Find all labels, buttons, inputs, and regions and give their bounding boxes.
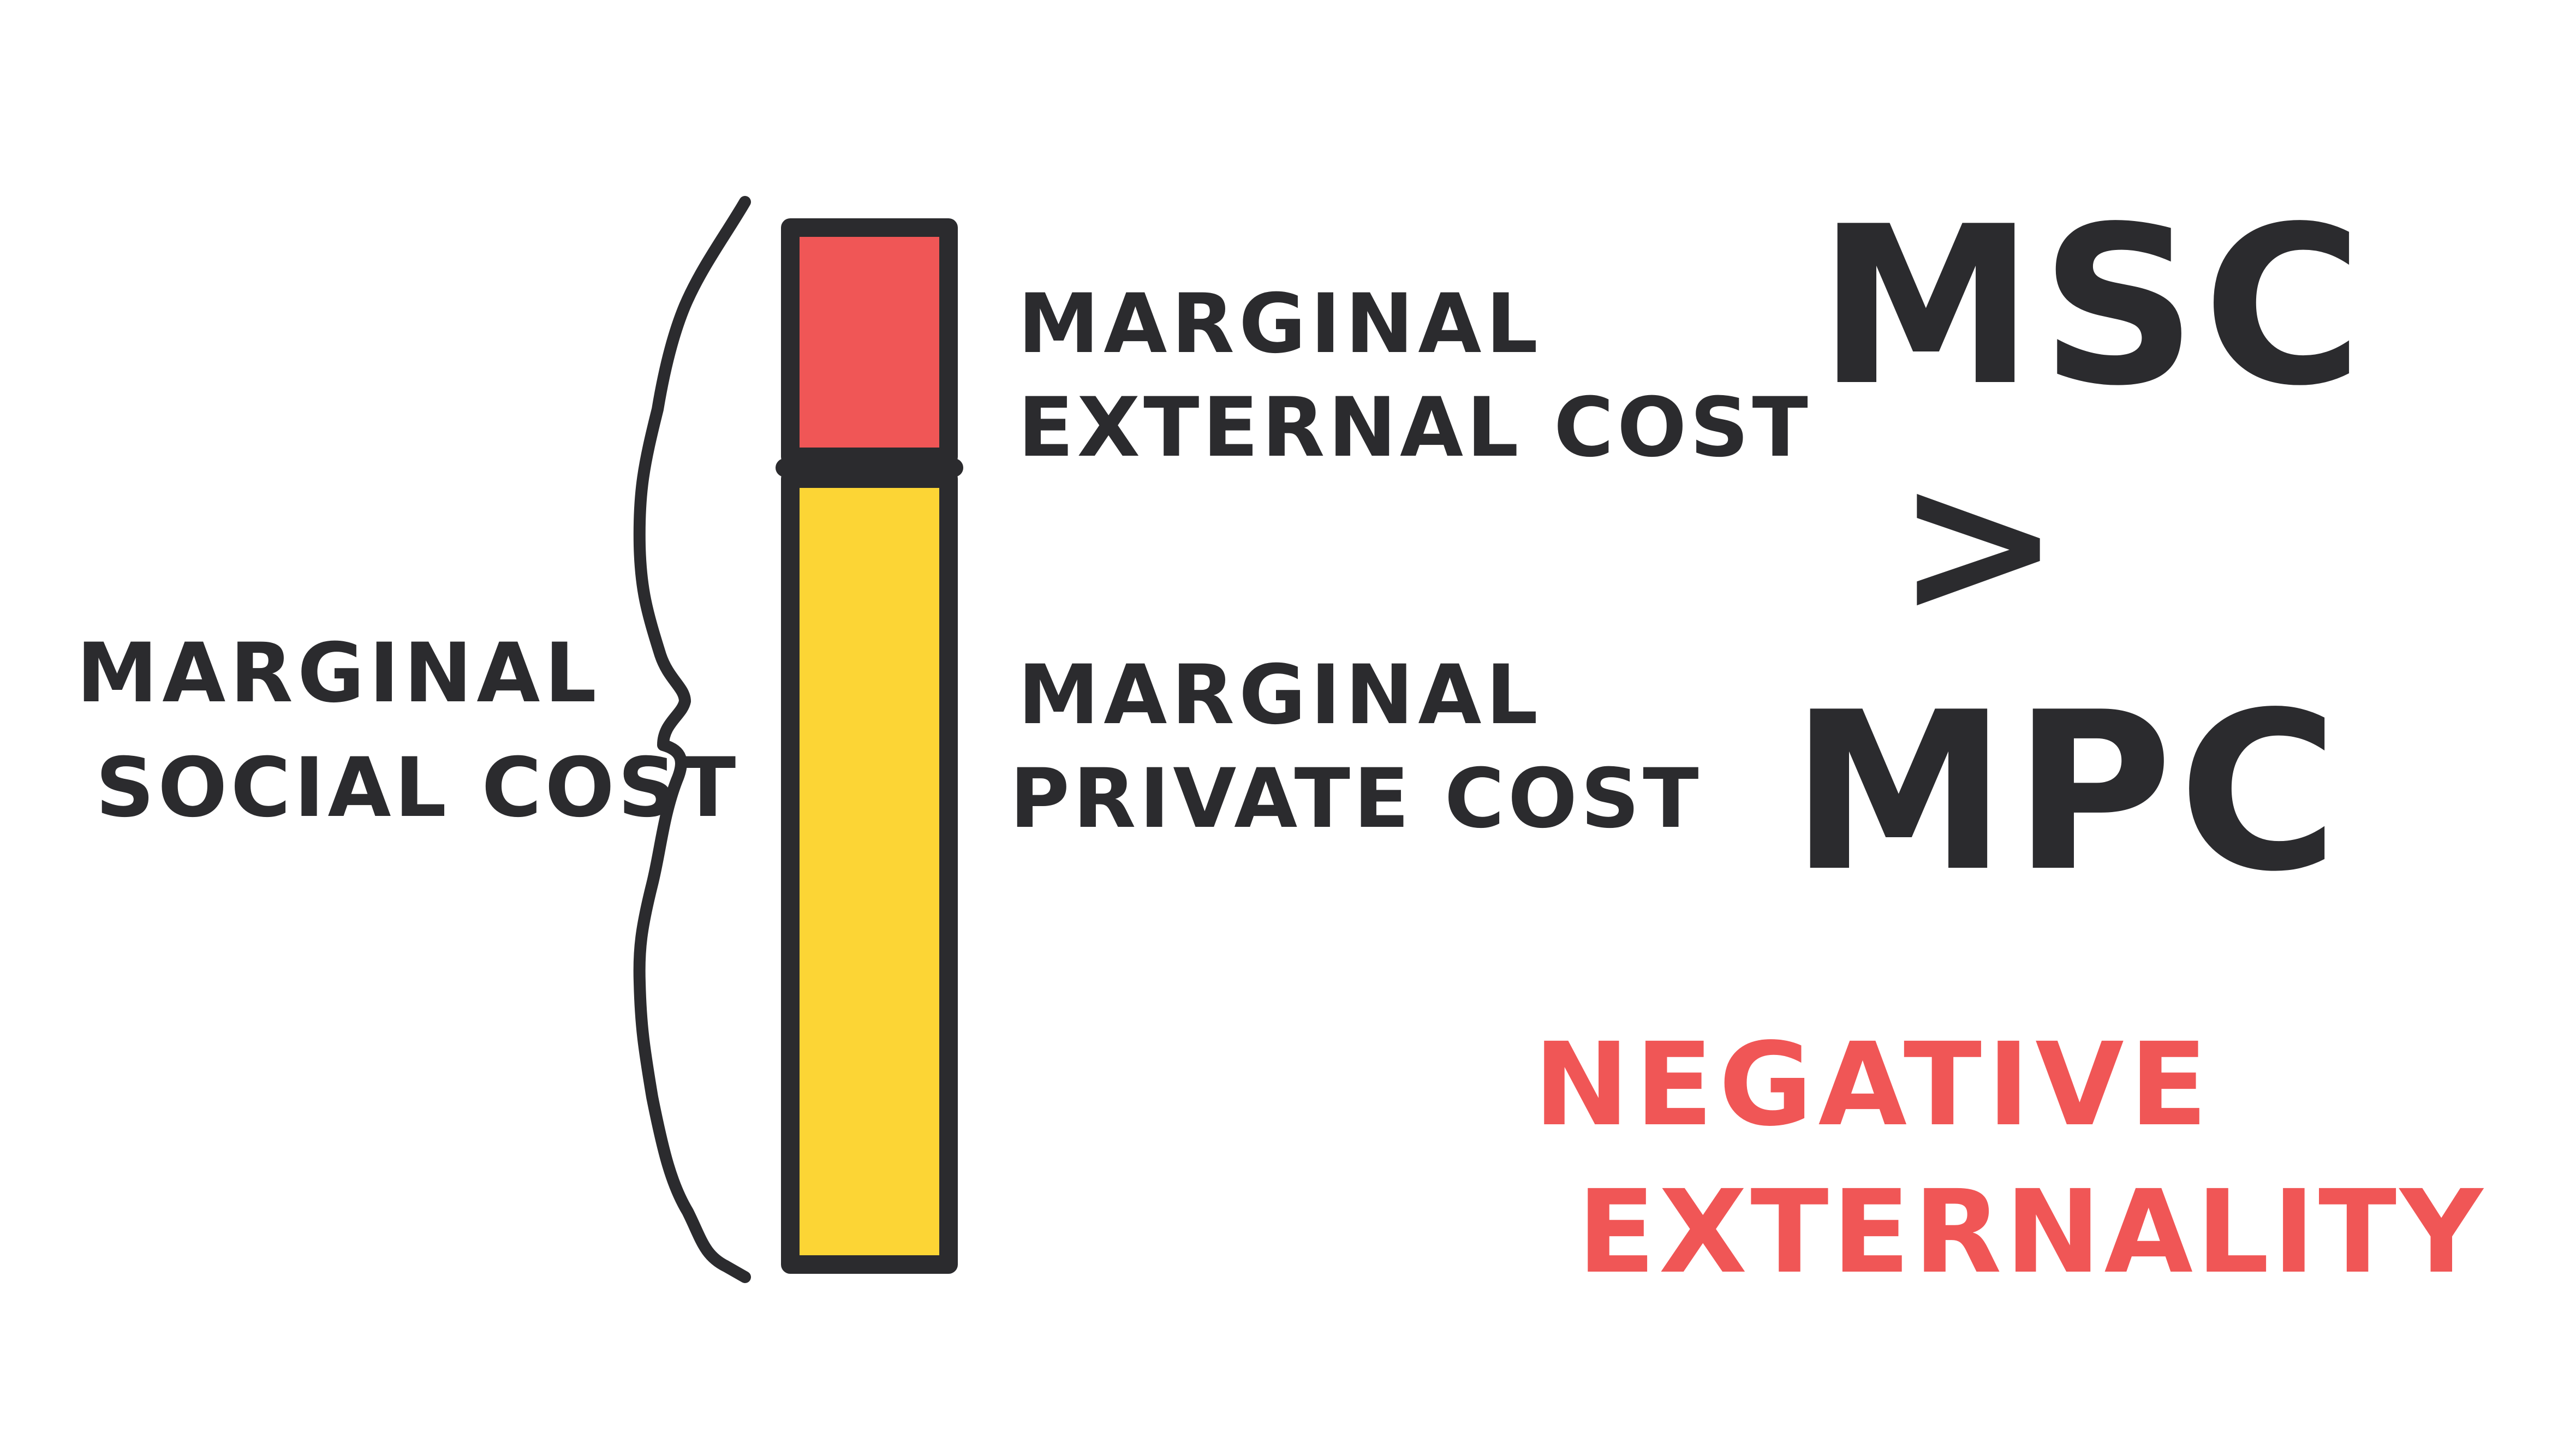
social-cost-brace (633, 196, 751, 1283)
negative-text: NEGATIVE (1534, 1018, 2213, 1152)
social-cost-label-line2: SOCIAL COST (96, 741, 739, 836)
external-cost-label-line2: EXTERNAL COST (1018, 380, 1811, 475)
private-cost-label-line1: MARGINAL (1018, 648, 1542, 743)
msc-text: MSC (1817, 180, 2369, 434)
external-cost-label-line1: MARGINAL (1018, 277, 1542, 372)
social-cost-label-line1: MARGINAL (76, 626, 601, 721)
mpc-text: MPC (1790, 666, 2344, 920)
private-cost-label-line2: PRIVATE COST (1010, 752, 1702, 846)
externality-text: EXTERNALITY (1577, 1165, 2486, 1299)
private-cost-block (781, 469, 958, 1274)
greater-than-symbol: > (1896, 429, 2061, 658)
external-cost-block (781, 218, 958, 466)
